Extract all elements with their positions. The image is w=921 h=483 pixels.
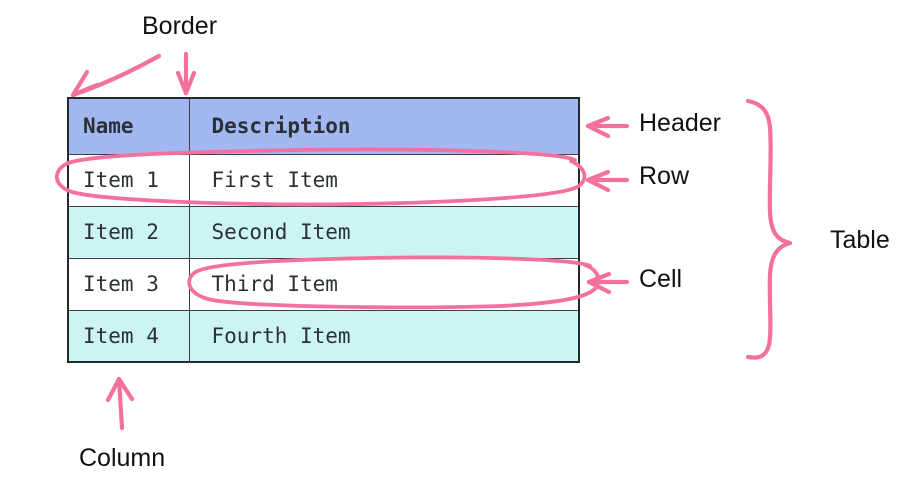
annotation-label-table: Table [830, 226, 890, 254]
column-header-description: Description [188, 97, 580, 155]
cell-name: Item 1 [67, 153, 190, 207]
demo-table: Name Description Item 1 First Item Item … [67, 97, 580, 363]
cell-description: First Item [188, 153, 580, 207]
cell-name: Item 3 [67, 257, 190, 311]
table-container: Name Description Item 1 First Item Item … [67, 97, 580, 363]
border-arrow-down-icon [175, 51, 197, 96]
table-row: Item 3 Third Item [67, 257, 580, 311]
cell-arrow-left-icon [586, 271, 630, 295]
header-arrow-left-icon [585, 115, 630, 139]
table-curly-brace-icon [745, 98, 793, 360]
row-arrow-left-icon [585, 169, 630, 193]
cell-name: Item 2 [67, 205, 190, 259]
cell-description: Second Item [188, 205, 580, 259]
table-row: Item 4 Fourth Item [67, 309, 580, 363]
cell-name: Item 4 [67, 309, 190, 363]
table-row: Item 2 Second Item [67, 205, 580, 259]
annotation-label-row: Row [639, 162, 690, 190]
annotation-label-header: Header [639, 109, 721, 137]
table-row: Item 1 First Item [67, 153, 580, 207]
annotation-label-border: Border [142, 12, 218, 40]
table-header-row: Name Description [67, 97, 580, 155]
cell-description: Fourth Item [188, 309, 580, 363]
table-body: Item 1 First Item Item 2 Second Item Ite… [67, 153, 580, 363]
column-header-name: Name [67, 97, 190, 155]
annotation-label-cell: Cell [639, 265, 683, 293]
border-arrow-down-left-icon [70, 53, 162, 98]
cell-description: Third Item [188, 257, 580, 311]
column-arrow-up-icon [105, 376, 135, 431]
annotation-label-column: Column [79, 444, 166, 472]
